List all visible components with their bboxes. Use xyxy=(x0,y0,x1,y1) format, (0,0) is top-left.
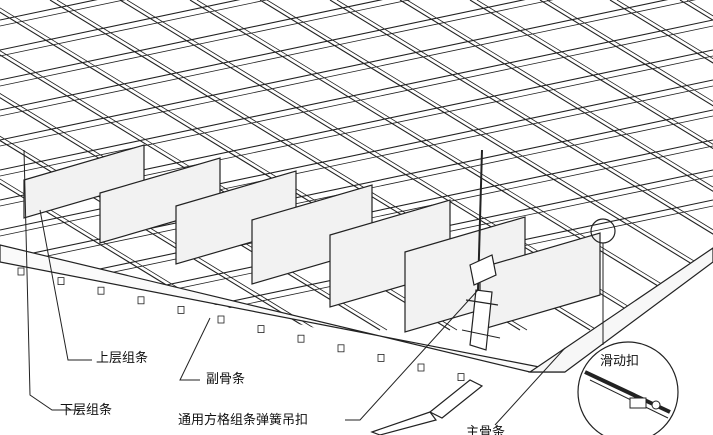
grid-mask xyxy=(0,255,713,435)
grid-bar xyxy=(0,0,669,141)
grid-bar-edge xyxy=(0,25,713,177)
grid-bar-edge xyxy=(196,0,713,316)
rail-slot xyxy=(177,305,185,314)
rail-slot xyxy=(137,296,145,305)
grid-bar xyxy=(539,0,713,107)
grid-bar-edge xyxy=(0,0,269,57)
grid-bar xyxy=(0,0,241,51)
rail-slot xyxy=(17,267,25,276)
label-lower-layer-strip: 下层组条 xyxy=(60,403,113,418)
grid-bar xyxy=(0,19,713,171)
grid-bar xyxy=(609,0,713,64)
grid-bar xyxy=(0,0,98,21)
label-sliding-buckle: 滑动扣 xyxy=(600,354,640,369)
grid-bar xyxy=(469,0,713,150)
label-secondary-keel: 副骨条 xyxy=(206,372,246,387)
rail-slot xyxy=(97,286,105,295)
lower-strip-panels xyxy=(23,144,601,333)
rail-slot xyxy=(457,373,465,382)
label-upper-layer-strip: 上层组条 xyxy=(96,351,149,366)
rail-slot xyxy=(337,344,345,353)
grid-bar-edge xyxy=(266,0,713,274)
grid-bar-edge xyxy=(0,0,411,87)
grid-bar xyxy=(329,0,713,235)
grid-bar-edge xyxy=(0,178,248,331)
front-edge-rail xyxy=(0,244,713,382)
rail-slot xyxy=(57,277,65,286)
grid-bar-edge xyxy=(0,0,126,27)
grid-bar-edge xyxy=(0,0,554,117)
grid-bar-edge xyxy=(336,0,713,231)
rail-slot xyxy=(257,325,265,334)
grid-bar-edge xyxy=(406,0,713,188)
rail-slot xyxy=(217,315,225,324)
grid-bar xyxy=(0,139,311,331)
grid-bar-edge xyxy=(0,135,318,331)
grid-bar-edge xyxy=(0,0,696,147)
grid-bar xyxy=(399,0,713,192)
rail-slot xyxy=(377,353,385,362)
rail-slot xyxy=(297,334,305,343)
grid-bar-edge xyxy=(616,0,713,60)
label-main-keel: 主骨条 xyxy=(466,425,506,435)
label-spring-hanger-clip: 通用方格组条弹簧吊扣 xyxy=(178,413,309,428)
main-keel-profile xyxy=(370,379,484,435)
grid-bar xyxy=(0,182,241,331)
grid-bar xyxy=(0,0,383,81)
grid-bar-edge xyxy=(546,0,713,102)
grid-bar-edge xyxy=(476,0,713,145)
leader-lines xyxy=(23,149,604,426)
spring-hanger-clip-drawing xyxy=(461,149,501,351)
grid-bar xyxy=(189,0,713,321)
rail-slot xyxy=(417,363,425,372)
